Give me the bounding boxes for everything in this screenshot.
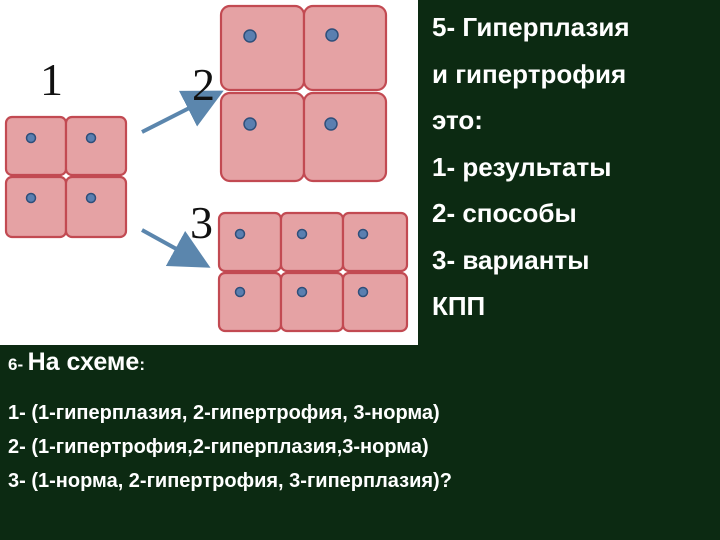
cell bbox=[302, 4, 388, 92]
nucleus bbox=[357, 286, 369, 298]
answer-option: 2- (1-гипертрофия,2-гиперплазия,3-норма) bbox=[8, 436, 429, 458]
cell bbox=[64, 175, 128, 239]
cell-diagram-svg: 1 2 3 bbox=[4, 4, 409, 333]
question-line: и гипертрофия bbox=[432, 58, 627, 89]
nucleus bbox=[357, 228, 369, 240]
cell bbox=[217, 211, 283, 273]
nucleus bbox=[296, 286, 308, 298]
question-line: это: bbox=[432, 105, 483, 135]
cell bbox=[4, 175, 68, 239]
cells-group-2 bbox=[219, 4, 388, 183]
cell-diagram: 1 2 3 bbox=[0, 0, 418, 345]
diagram-label-1: 1 bbox=[40, 54, 63, 105]
diagram-label-3: 3 bbox=[190, 197, 213, 248]
nucleus bbox=[325, 28, 339, 42]
cell bbox=[219, 91, 306, 183]
cells-group-1 bbox=[4, 115, 128, 239]
answer-option: 3- (1-норма, 2-гипертрофия, 3-гиперплази… bbox=[8, 470, 452, 492]
diagram-label-2: 2 bbox=[192, 59, 215, 110]
question-6-colon: : bbox=[139, 355, 145, 374]
cell bbox=[341, 271, 409, 333]
cell bbox=[64, 115, 128, 177]
cell bbox=[279, 211, 345, 273]
nucleus bbox=[243, 29, 257, 43]
nucleus bbox=[324, 117, 338, 131]
nucleus bbox=[25, 192, 37, 204]
cells-group-3 bbox=[217, 211, 409, 333]
question-5: 5- Гиперплазия и гипертрофия это: 1- рез… bbox=[432, 4, 717, 330]
nucleus bbox=[296, 228, 308, 240]
question-line: КПП bbox=[432, 291, 486, 321]
nucleus bbox=[234, 286, 246, 298]
question-line: 5- Гиперплазия bbox=[432, 12, 630, 42]
question-6-number: 6- bbox=[8, 355, 24, 374]
arrow-to-3 bbox=[141, 228, 211, 268]
nucleus bbox=[234, 228, 246, 240]
answer-option: 1- (1-гиперплазия, 2-гипертрофия, 3-норм… bbox=[8, 402, 440, 424]
arrow-to-2 bbox=[141, 90, 224, 134]
nucleus bbox=[25, 132, 37, 144]
question-line: 2- способы bbox=[432, 198, 577, 228]
nucleus bbox=[85, 192, 97, 204]
nucleus bbox=[243, 117, 257, 131]
question-line: 3- варианты bbox=[432, 244, 590, 275]
cell bbox=[279, 271, 345, 333]
cell bbox=[4, 115, 68, 177]
cell bbox=[217, 271, 283, 333]
cell bbox=[341, 211, 409, 273]
answer-options: 1- (1-гиперплазия, 2-гипертрофия, 3-норм… bbox=[8, 396, 452, 498]
cell bbox=[302, 91, 388, 183]
question-6: 6- На схеме: bbox=[8, 348, 145, 377]
cell bbox=[219, 4, 306, 92]
nucleus bbox=[85, 132, 97, 144]
question-line: 1- результаты bbox=[432, 151, 612, 182]
question-6-text: На схеме bbox=[27, 348, 140, 376]
